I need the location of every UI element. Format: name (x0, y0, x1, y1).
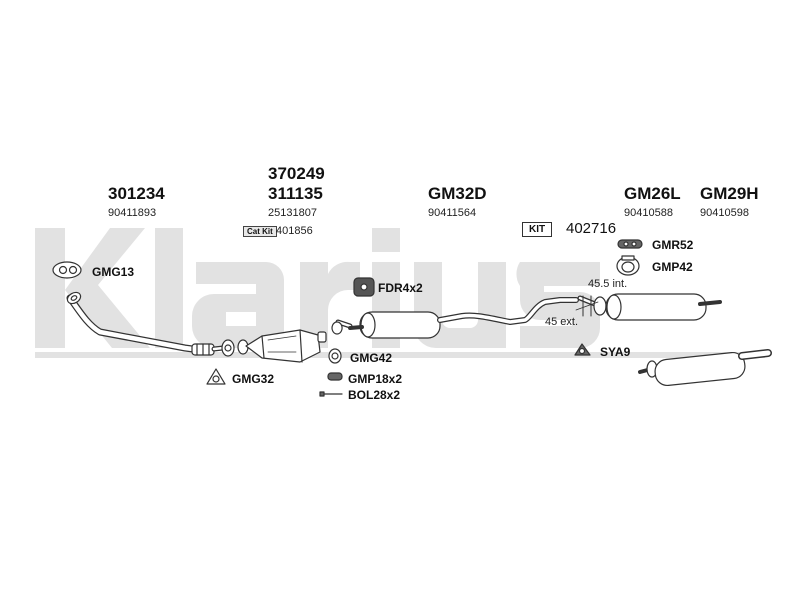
label-gmg42: GMG42 (350, 351, 393, 365)
label-gmp42: GMP42 (652, 260, 693, 274)
label-bol28x2: BOL28x2 (348, 388, 401, 402)
label-gmp18x2: GMP18x2 (348, 372, 403, 386)
gasket-gmg42 (328, 348, 342, 364)
kit-badge: KIT (522, 222, 553, 237)
cat-kit-number: 401856 (276, 225, 313, 237)
part-number-gm26l: GM26L (624, 184, 681, 203)
oem-number-90410598: 90410598 (700, 207, 749, 219)
rubber-mount-fdr4x2-icon (353, 277, 375, 297)
rear-silencer-gm29h (638, 349, 772, 387)
oem-number-90411893: 90411893 (108, 207, 157, 219)
gasket-gmg13 (52, 261, 82, 279)
oem-number-25131807: 25131807 (268, 207, 317, 219)
label-gmg13: GMG13 (92, 265, 135, 279)
rubber-sya9-icon (574, 343, 591, 356)
oem-number-90410588: 90410588 (624, 207, 673, 219)
part-number-301234: 301234 (108, 184, 165, 203)
rubber-gmr52-icon (617, 239, 643, 249)
label-gmr52: GMR52 (652, 238, 694, 252)
oem-number-90411564: 90411564 (428, 207, 477, 219)
cat-inlet-gasket (221, 339, 249, 357)
clamp-gmp42-icon (616, 255, 640, 276)
catalytic-converter-311135 (245, 329, 327, 363)
label-gmg32: GMG32 (232, 372, 275, 386)
part-number-gm32d: GM32D (428, 184, 487, 203)
measurement-ext: 45 ext. (545, 316, 579, 328)
measurement-int: 45.5 int. (588, 278, 628, 290)
clamp-gmp18x2-icon (327, 372, 343, 381)
part-number-370249: 370249 (268, 164, 325, 183)
cat-kit-badge: Cat Kit (243, 226, 277, 237)
label-sya9: SYA9 (600, 345, 631, 359)
part-number-gm29h: GM29H (700, 184, 759, 203)
gasket-gmg32 (206, 368, 226, 385)
centre-silencer-gm32d (331, 297, 579, 339)
part-number-311135: 311135 (268, 184, 323, 203)
rear-silencer-gm26l (577, 293, 722, 321)
measurement-markers (575, 295, 599, 317)
bolt-bol28x2-icon (319, 391, 343, 397)
kit-number: 402716 (566, 220, 617, 237)
label-fdr4x2: FDR4x2 (378, 281, 423, 295)
